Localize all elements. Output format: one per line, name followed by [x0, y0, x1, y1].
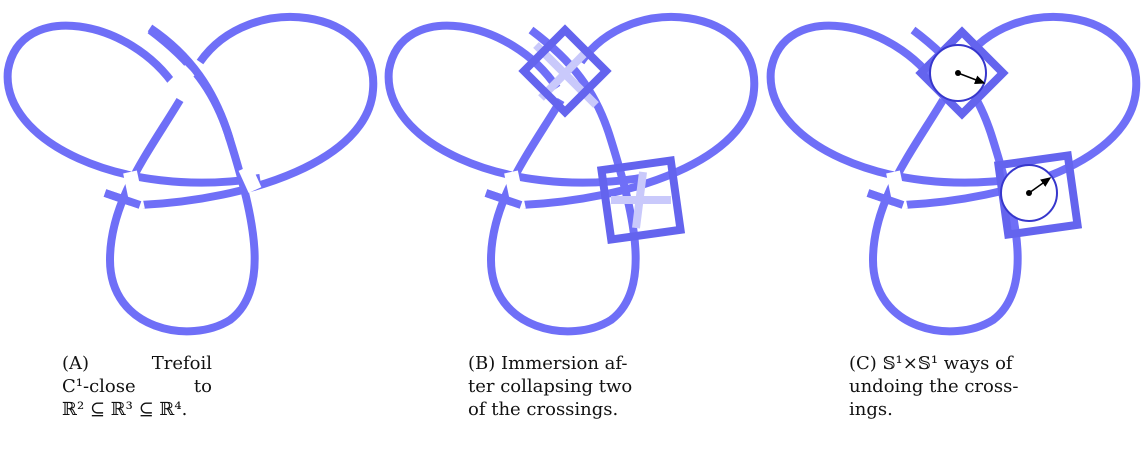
undoing-strand-bottom — [869, 26, 1022, 336]
panel-a: (A) Trefoil C¹-close to ℝ² ⊆ ℝ³ ⊆ ℝ⁴. — [0, 0, 381, 450]
caption-b-line1-text: Immersion af- — [501, 353, 628, 374]
immersion-strand-bottom — [487, 26, 640, 336]
caption-b-tag: (B) — [468, 353, 496, 374]
immersion-diagram — [384, 13, 759, 336]
caption-a-line3: ℝ² ⊆ ℝ³ ⊆ ℝ⁴. — [62, 399, 188, 420]
caption-a-tag: (A) — [62, 353, 90, 374]
trefoil-diagram — [3, 13, 378, 336]
panel-c: (C) 𝕊¹×𝕊¹ ways of undoing the cross- ing… — [763, 0, 1144, 450]
panel-b: (B) Immersion af- ter collapsing two of … — [381, 0, 762, 450]
caption-b-line3: of the crossings. — [468, 399, 619, 420]
caption-a-word: Trefoil — [151, 353, 212, 374]
caption-c-line1: (C) 𝕊¹×𝕊¹ ways of — [849, 352, 1013, 375]
undoing-diagram — [766, 13, 1141, 336]
rotation-arrow-bottom — [1028, 177, 1052, 194]
caption-c-line1-text: 𝕊¹×𝕊¹ ways of — [882, 353, 1013, 374]
caption-b-line2: ter collapsing two — [468, 376, 633, 397]
caption-c-line2: undoing the cross- — [849, 376, 1019, 397]
caption-a-line2b: to — [193, 376, 212, 397]
caption-c-tag: (C) — [849, 353, 877, 374]
trefoil-strand-left — [3, 21, 261, 187]
caption-b: (B) Immersion af- ter collapsing two of … — [468, 352, 633, 421]
immersion-strand-left — [384, 21, 642, 187]
collapse-box-top — [518, 24, 612, 118]
caption-a: (A) Trefoil C¹-close to ℝ² ⊆ ℝ³ ⊆ ℝ⁴. — [62, 352, 212, 421]
caption-c: (C) 𝕊¹×𝕊¹ ways of undoing the cross- ing… — [849, 352, 1019, 421]
trefoil-strand-right — [103, 13, 378, 209]
rotation-arrow-top — [957, 72, 986, 84]
immersion-strand-right — [484, 13, 759, 209]
collapse-box-bottom — [596, 155, 686, 245]
caption-b-line1: (B) Immersion af- — [468, 352, 628, 375]
caption-a-line2a: C¹-close — [62, 376, 136, 397]
undoing-strand-right — [866, 13, 1141, 209]
caption-c-line3: ings. — [849, 399, 893, 420]
undoing-strand-left — [766, 21, 1024, 187]
